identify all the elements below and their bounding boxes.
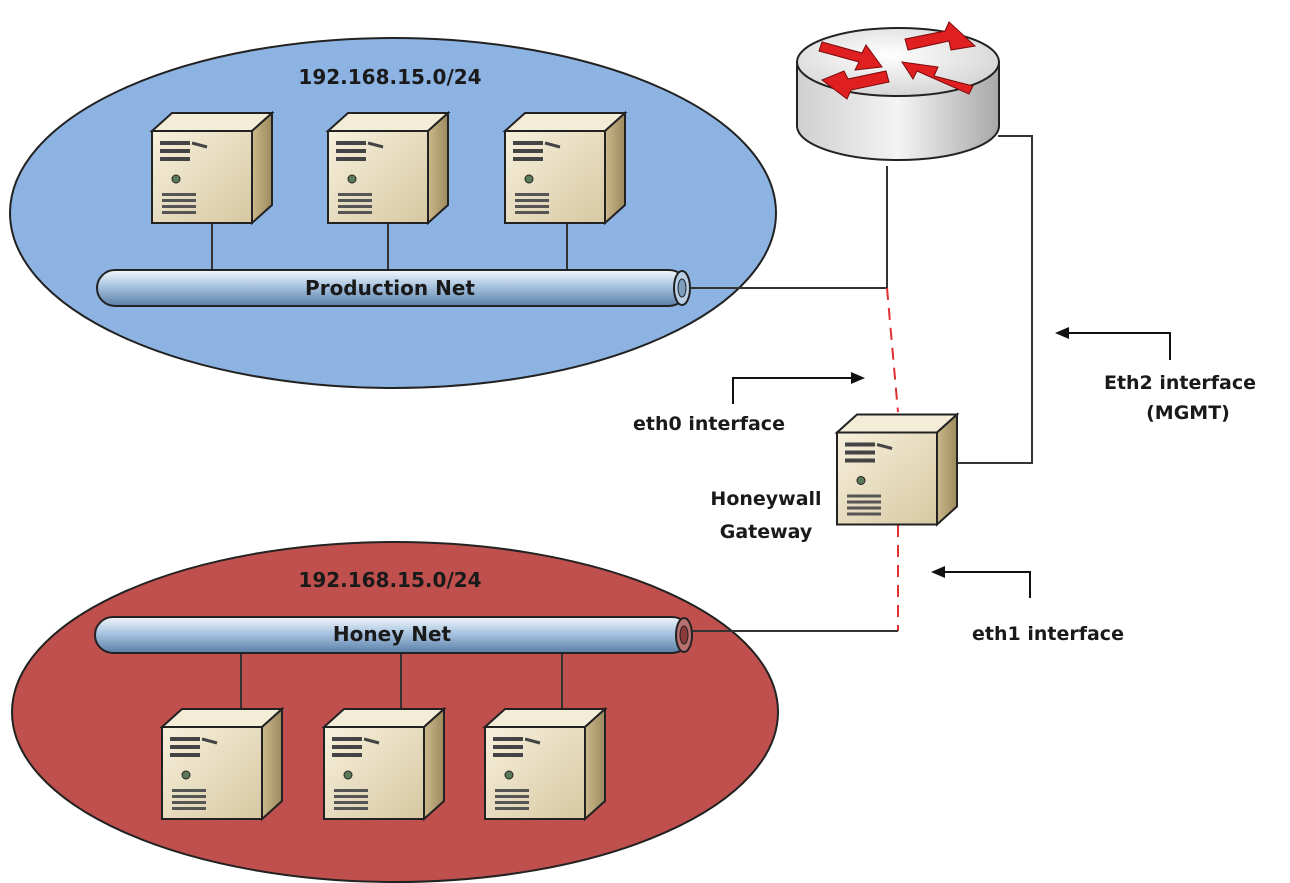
- router-icon: [796, 21, 1000, 161]
- eth2-label-line2: (MGMT): [1146, 402, 1230, 424]
- server-icon: [835, 412, 959, 527]
- honey-net-bus: [94, 616, 693, 654]
- server-icon: [322, 707, 446, 821]
- bridge-link-eth0: [886, 287, 899, 413]
- honey-subnet-label: 192.168.15.0/24: [298, 568, 481, 592]
- server-icon: [160, 707, 284, 821]
- gateway-label-line2: Gateway: [720, 521, 813, 543]
- arrow-head-icon: [931, 566, 945, 578]
- server-icon: [503, 111, 627, 225]
- arrow-head-icon: [1055, 327, 1069, 339]
- production-bus-label: Production Net: [305, 276, 475, 300]
- eth2-pointer-arrow: [1068, 332, 1171, 360]
- arrow-head-icon: [851, 372, 865, 384]
- server-icon: [483, 707, 607, 821]
- server-icon: [326, 111, 450, 225]
- eth0-pointer-arrow: [732, 377, 853, 404]
- eth2-label-line1: Eth2 interface: [1104, 372, 1256, 394]
- gateway-label-line1: Honeywall: [710, 488, 821, 510]
- server-icon: [150, 111, 274, 225]
- eth0-label: eth0 interface: [633, 413, 785, 435]
- honey-bus-label: Honey Net: [333, 622, 452, 646]
- production-subnet-label: 192.168.15.0/24: [298, 65, 481, 89]
- eth1-pointer-arrow: [943, 571, 1031, 598]
- router-mgmt-link: [957, 135, 1033, 464]
- eth1-label: eth1 interface: [972, 623, 1124, 645]
